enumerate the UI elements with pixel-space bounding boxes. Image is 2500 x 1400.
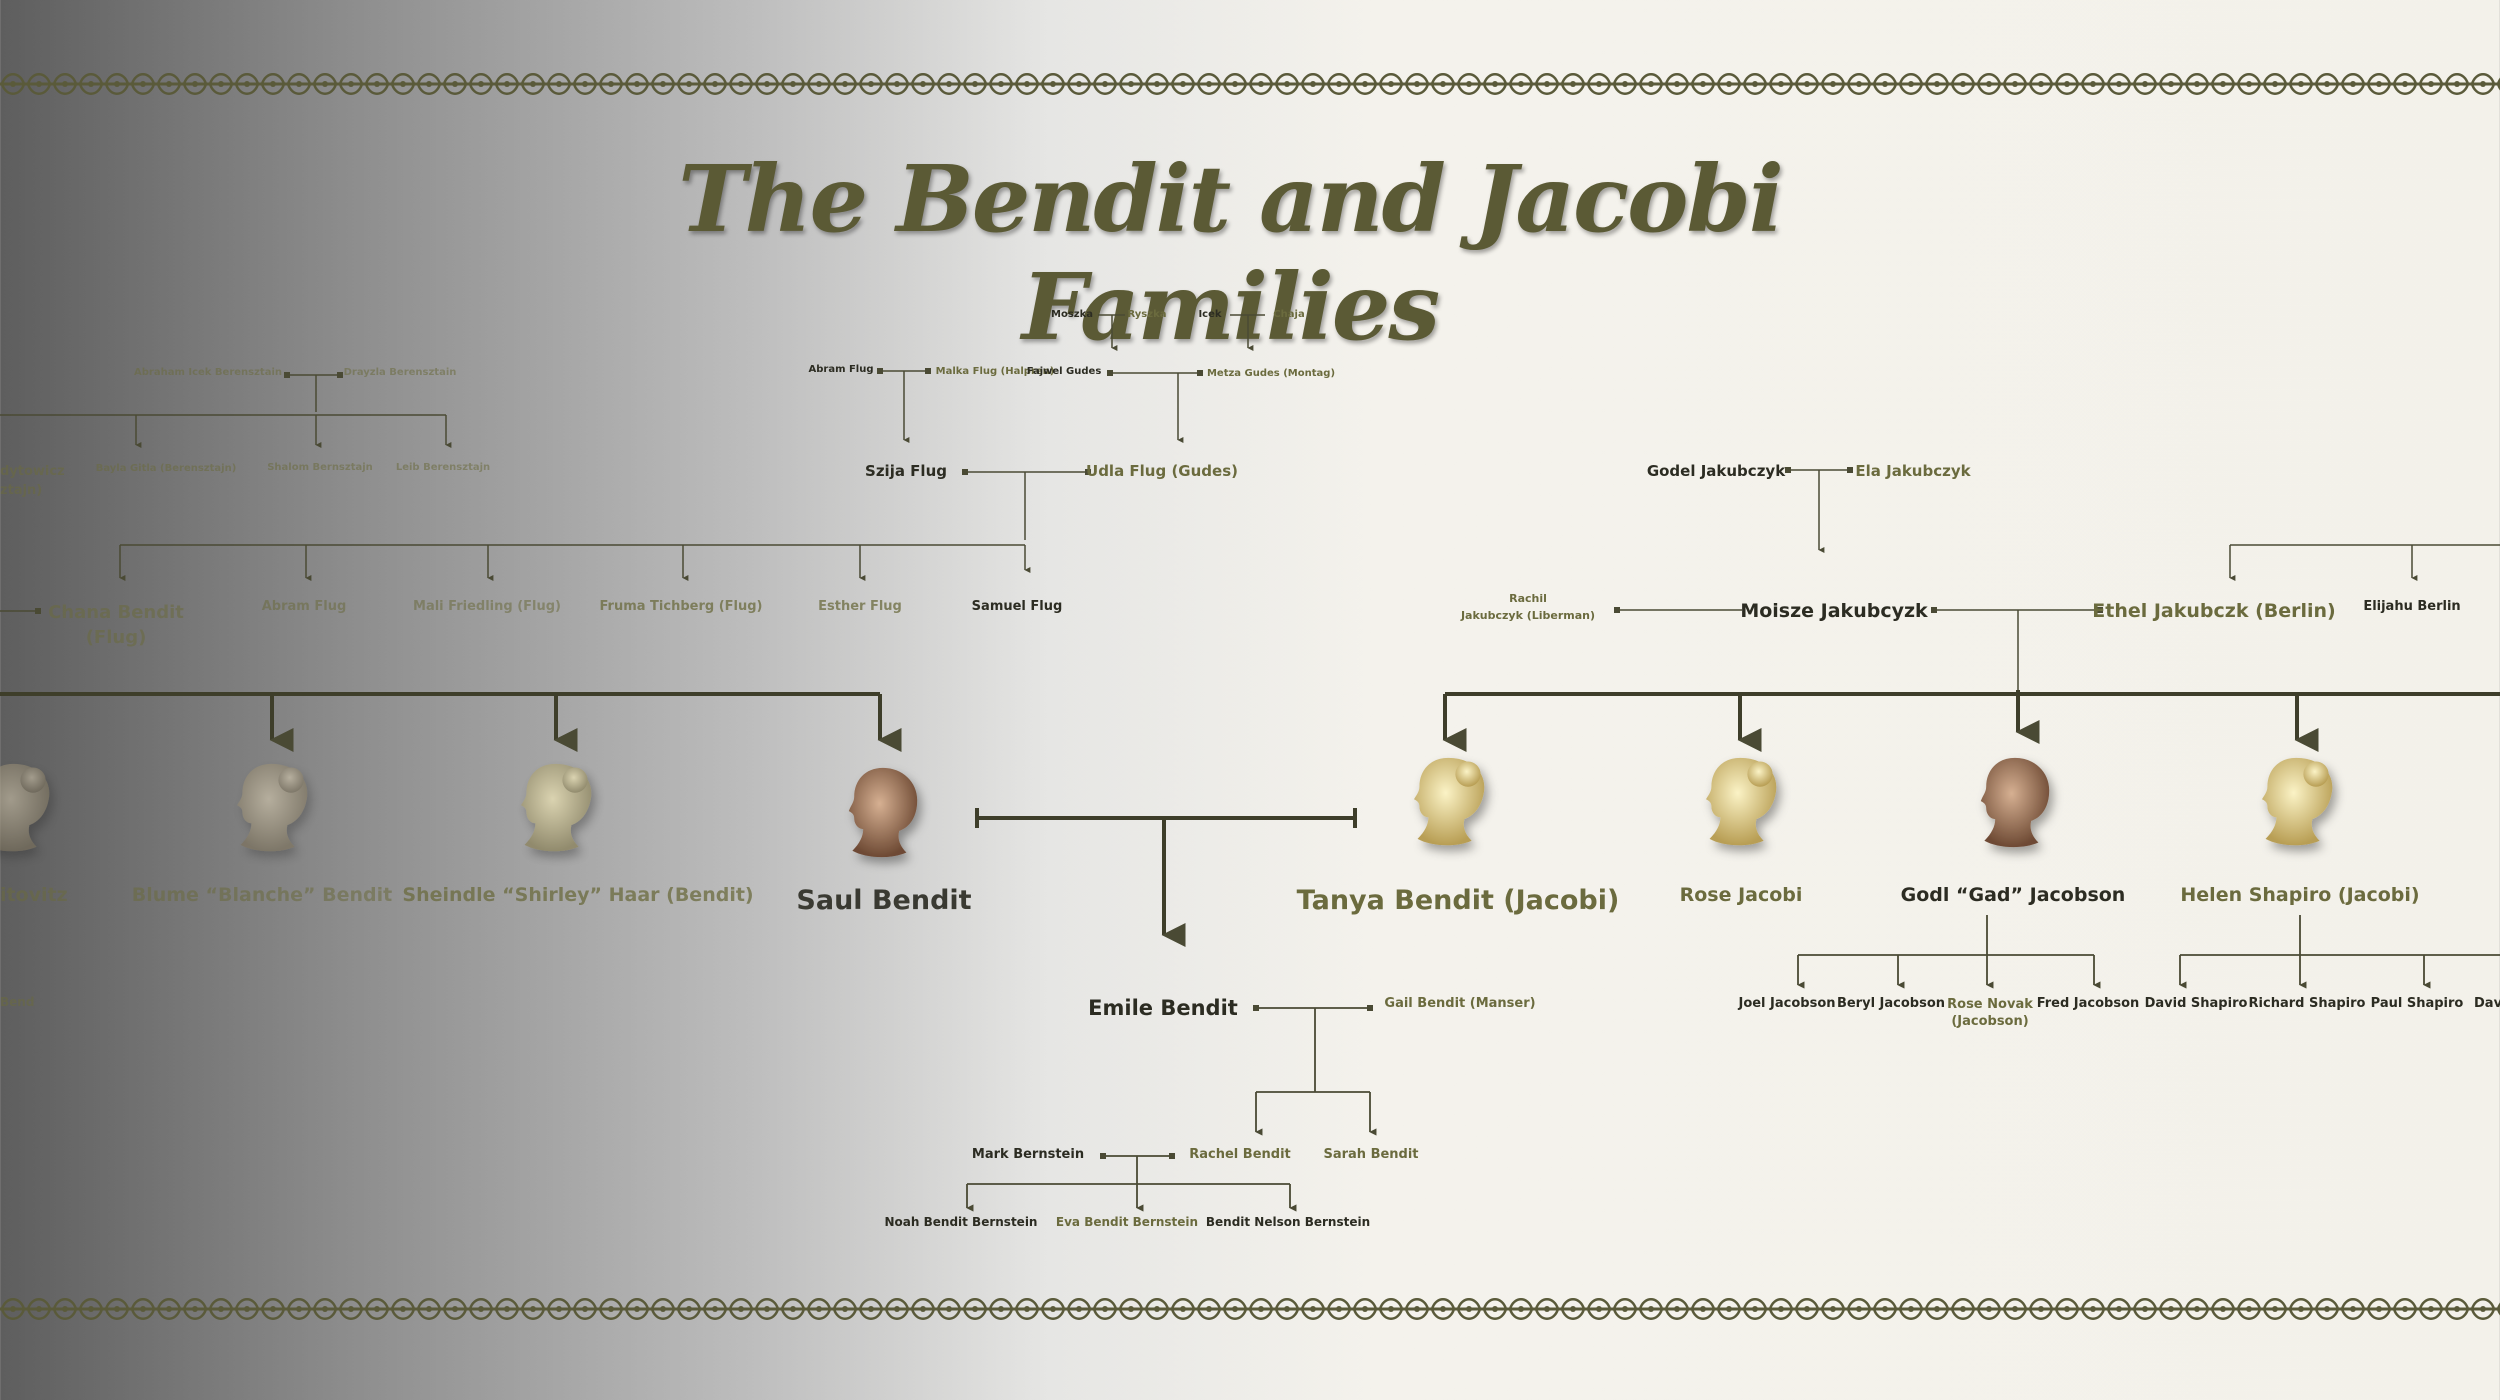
person-rose-novak-line2: (Jacobson) (1951, 1014, 2029, 1029)
portrait-saul (848, 767, 918, 858)
person-rachel: Rachel Bendit (1189, 1147, 1291, 1162)
person-eva: Eva Bendit Bernstein (1055, 1215, 1199, 1229)
bottom-border-ornament (0, 1290, 2500, 1328)
person-sarah: Sarah Bendit (1323, 1147, 1419, 1162)
person-beryl: Beryl Jacobson (1836, 996, 1946, 1011)
person-chaja: Chaja (1273, 309, 1305, 320)
person-moszka: Moszka (1051, 309, 1093, 320)
person-rose: Rose Jacobi (1679, 884, 1803, 906)
person-metza: Metza Gudes (Montag) (1206, 368, 1336, 379)
person-dav: Dav (2474, 996, 2500, 1011)
portrait-godl (1980, 757, 2050, 848)
person-joel: Joel Jacobson (1738, 996, 1836, 1011)
person-abraham: Abraham Icek Berensztain (134, 367, 282, 378)
portrait-sheindle (521, 763, 592, 852)
person-rose-novak-line1: Rose Novak (1947, 997, 2033, 1012)
person-sztajn-line2: ztajn) (0, 483, 43, 498)
portrait-blume (237, 763, 308, 852)
person-godel: Godel Jakubczyk (1646, 462, 1786, 480)
person-gail: Gail Bendit (Manser) (1384, 996, 1536, 1011)
person-emile: Emile Bendit (1088, 996, 1238, 1020)
person-rachil-line1: Rachil (1509, 592, 1547, 605)
person-abram-flug-sr: Abram Flug (808, 364, 874, 375)
portrait-rose (1706, 757, 1777, 846)
page-title: The Bendit and Jacobi Families (678, 145, 1784, 361)
person-bend: Bend (0, 995, 35, 1009)
person-ela: Ela Jakubczyk (1855, 462, 1971, 480)
person-drayzla: Drayzla Berensztain (343, 367, 457, 378)
person-icek: Icek (1198, 309, 1222, 320)
person-shalom: Shalom Bernsztajn (267, 462, 373, 473)
person-sztajn: dytowicz ztajn) (0, 462, 65, 500)
person-bayla: Bayla Gitla (Berensztajn) (95, 463, 237, 474)
person-saul: Saul Bendit (796, 885, 972, 916)
person-udla: Udla Flug (Gudes) (1086, 462, 1238, 480)
person-ryszka: Ryszka (1127, 309, 1167, 320)
person-moisze: Moisze Jakubcyzk (1740, 600, 1928, 622)
person-rose-novak: Rose Novak (Jacobson) (1947, 996, 2033, 1030)
person-ditovitz: ditovitz (0, 884, 68, 906)
person-fred: Fred Jacobson (2036, 996, 2140, 1011)
person-leib: Leib Berensztajn (395, 462, 491, 473)
person-richard: Richard Shapiro (2248, 996, 2366, 1011)
person-chana: Chana Bendit (Flug) (48, 600, 184, 650)
person-helen: Helen Shapiro (Jacobi) (2180, 884, 2420, 906)
person-sztajn-line1: dytowicz (0, 464, 65, 479)
person-chana-line1: Chana Bendit (48, 602, 184, 623)
person-chana-line2: (Flug) (85, 627, 147, 648)
person-tanya: Tanya Bendit (Jacobi) (1296, 885, 1620, 916)
person-paul: Paul Shapiro (2370, 996, 2464, 1011)
portrait-tanya (1414, 757, 1485, 846)
person-mali: Mali Friedling (Flug) (413, 599, 561, 614)
person-malka: Malka Flug (Halpren) (935, 366, 1055, 377)
portrait-helen (2262, 757, 2333, 846)
person-abram-flug: Abram Flug (261, 599, 347, 614)
person-blume: Blume “Blanche” Bendit (131, 884, 393, 906)
top-border-ornament (0, 65, 2500, 103)
person-fajwel: Fajwel Gudes (1026, 366, 1102, 377)
person-rachil: Rachil Jakubczyk (Liberman) (1461, 590, 1595, 624)
person-david: David Shapiro (2144, 996, 2248, 1011)
person-sheindle: Sheindle “Shirley” Haar (Bendit) (402, 884, 754, 906)
person-noah: Noah Bendit Bernstein (884, 1215, 1038, 1229)
person-mark: Mark Bernstein (971, 1147, 1085, 1162)
person-rachil-line2: Jakubczyk (Liberman) (1460, 609, 1596, 622)
person-ethel: Ethel Jakubczk (Berlin) (2092, 600, 2336, 622)
person-samuel: Samuel Flug (971, 599, 1063, 614)
person-elijahu: Elijahu Berlin (2363, 599, 2461, 614)
person-fruma: Fruma Tichberg (Flug) (599, 599, 763, 614)
person-szija: Szija Flug (865, 462, 947, 480)
person-godl: Godl “Gad” Jacobson (1900, 884, 2126, 906)
partial-portrait-left (0, 763, 50, 852)
person-esther: Esther Flug (818, 599, 902, 614)
person-bendit-nelson: Bendit Nelson Bernstein (1205, 1215, 1371, 1229)
